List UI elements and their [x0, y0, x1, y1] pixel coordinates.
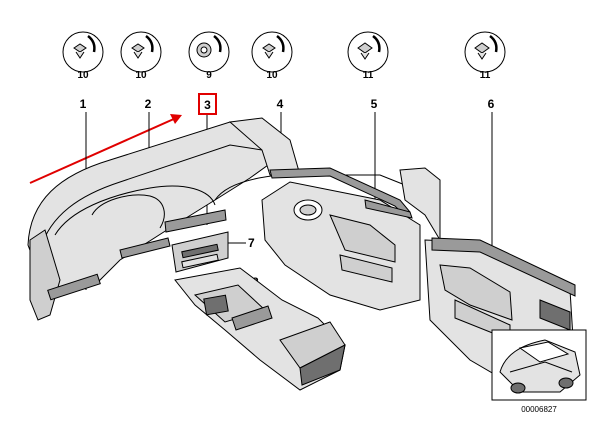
qty-label-2: 10: [135, 70, 147, 81]
highlight-box: [198, 93, 217, 115]
qty-label-5: 11: [363, 70, 374, 81]
qty-label-3: 9: [206, 70, 212, 81]
qty-label-1: 10: [77, 70, 89, 81]
fastener-icon-6: [464, 31, 506, 73]
callout-number-1: 1: [80, 97, 87, 111]
fastener-icon-1: [62, 31, 104, 73]
callout-number-6: 6: [488, 97, 495, 111]
callout-number-4: 4: [277, 97, 284, 111]
car-thumbnail: [491, 329, 587, 401]
fastener-icon-3: [188, 31, 230, 73]
callout-number-5: 5: [371, 97, 378, 111]
fastener-icon-2: [120, 31, 162, 73]
callout-number-3: 3: [204, 98, 211, 112]
diagram-id-label: 00006827: [521, 405, 557, 414]
callout-number-2: 2: [145, 97, 152, 111]
callout-number-7: 7: [248, 236, 255, 250]
fastener-icon-4: [251, 31, 293, 73]
qty-label-6: 11: [480, 70, 491, 81]
qty-label-4: 10: [266, 70, 278, 81]
fastener-icon-5: [347, 31, 389, 73]
red-arrow: [29, 114, 182, 184]
